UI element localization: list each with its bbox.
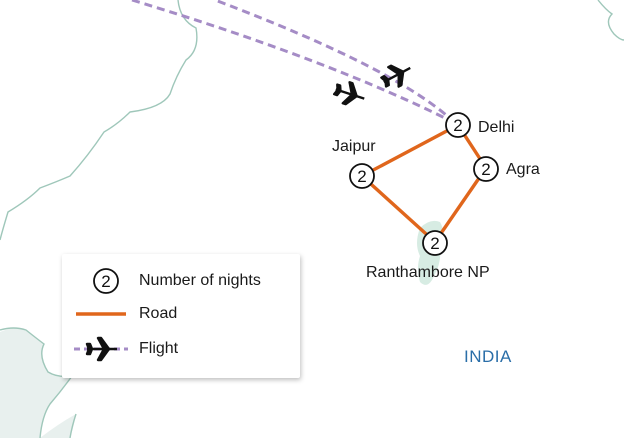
stop-marker-ranthambore[interactable]: 2 [422,230,448,256]
nights-marker-symbol: 2 [93,268,119,294]
legend-flight-label: Flight [139,340,179,357]
city-label-jaipur: Jaipur [332,138,376,155]
legend-nights-label: Number of nights [139,272,261,289]
road-agra-ranthambore [433,167,488,243]
stop-marker-agra[interactable]: 2 [473,156,499,182]
flight-line-symbol [74,336,128,362]
sea-bottom-left [0,328,72,438]
flight-path-return [214,0,457,125]
city-label-ranthambore: Ranthambore NP [366,264,490,281]
legend-item-flight: Flight [62,334,300,364]
stop-marker-delhi[interactable]: 2 [445,112,471,138]
border-bottom-inlet [69,413,77,438]
flight-path-outbound [131,0,456,125]
nights-count: 2 [481,160,490,179]
flight-paths [131,0,457,125]
city-label-delhi: Delhi [478,119,514,136]
sea-inlet [40,414,76,438]
legend-item-road: Road [62,299,300,329]
nights-count: 2 [357,167,366,186]
nights-count: 2 [453,116,462,135]
map-legend: 2 Number of nights Road Flight [62,254,300,378]
nights-count: 2 [430,234,439,253]
legend-item-nights: 2 Number of nights [62,266,300,296]
city-label-agra: Agra [506,161,540,178]
airplane-icon [85,336,117,362]
border-coast [0,327,74,438]
border-west [0,0,198,241]
road-line-symbol [76,312,126,316]
country-label: INDIA [464,347,512,366]
stop-marker-jaipur[interactable]: 2 [349,163,375,189]
road-jaipur-delhi [361,123,459,178]
legend-road-label: Road [139,305,178,322]
road-ranthambore-jaipur [360,174,437,244]
border-northeast [597,0,624,41]
airplane-icon [332,81,365,106]
legend-nights-number: 2 [101,272,110,291]
airplane-icon [380,64,411,88]
